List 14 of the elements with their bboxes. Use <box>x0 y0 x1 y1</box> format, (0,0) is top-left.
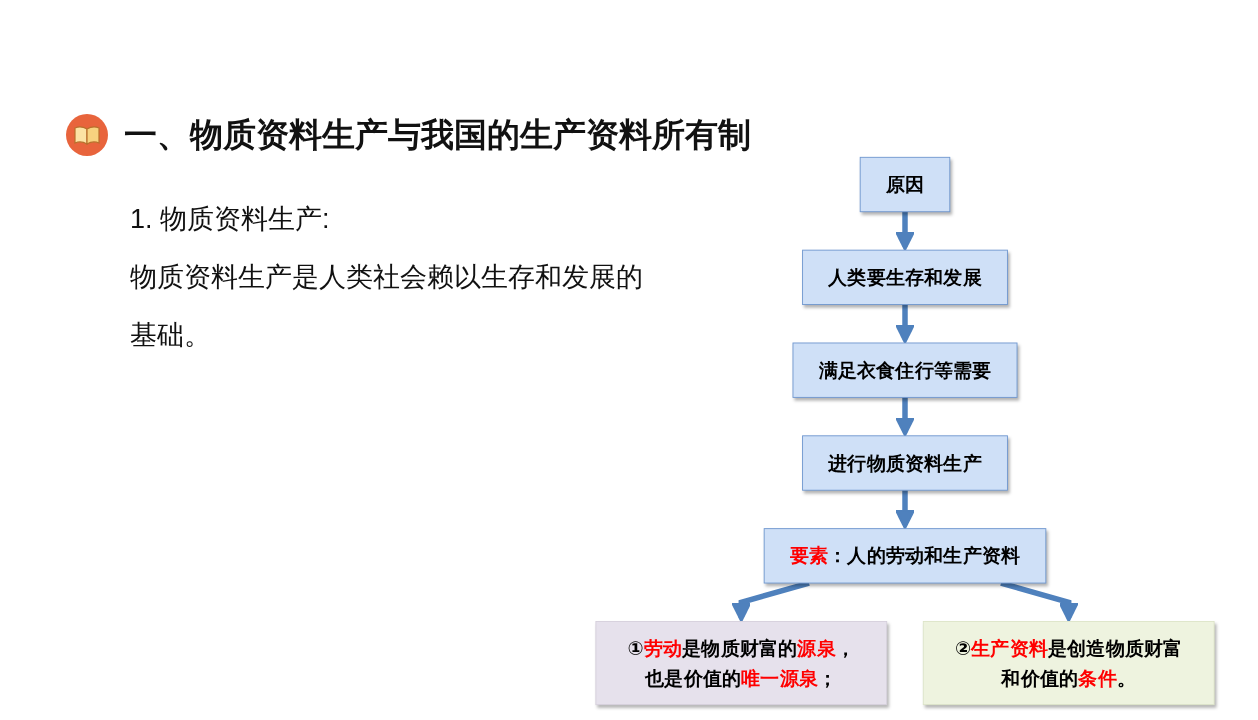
node-box: ②生产资料是创造物质财富和价值的条件。 <box>922 621 1215 706</box>
node-box: 进行物质资料生产 <box>802 435 1008 491</box>
node-box: 满足衣食住行等需要 <box>792 342 1018 398</box>
arrow <box>894 397 916 437</box>
arrow <box>894 211 916 252</box>
node-box: ①劳动是物质财富的源泉，也是价值的唯一源泉； <box>595 621 888 706</box>
paragraph: 物质资料生产是人类社会赖以生存和发展的基础。 <box>130 261 644 352</box>
node-box: 原因 <box>859 156 951 213</box>
arrow <box>894 304 916 344</box>
subheading: 1. 物质资料生产: <box>130 203 331 236</box>
arrow <box>894 490 916 530</box>
node-box: 要素：人的劳动和生产资料 <box>763 528 1047 584</box>
node-box: 人类要生存和发展 <box>802 249 1008 305</box>
title: 一、物质资料生产与我国的生产资料所有制 <box>124 115 751 155</box>
